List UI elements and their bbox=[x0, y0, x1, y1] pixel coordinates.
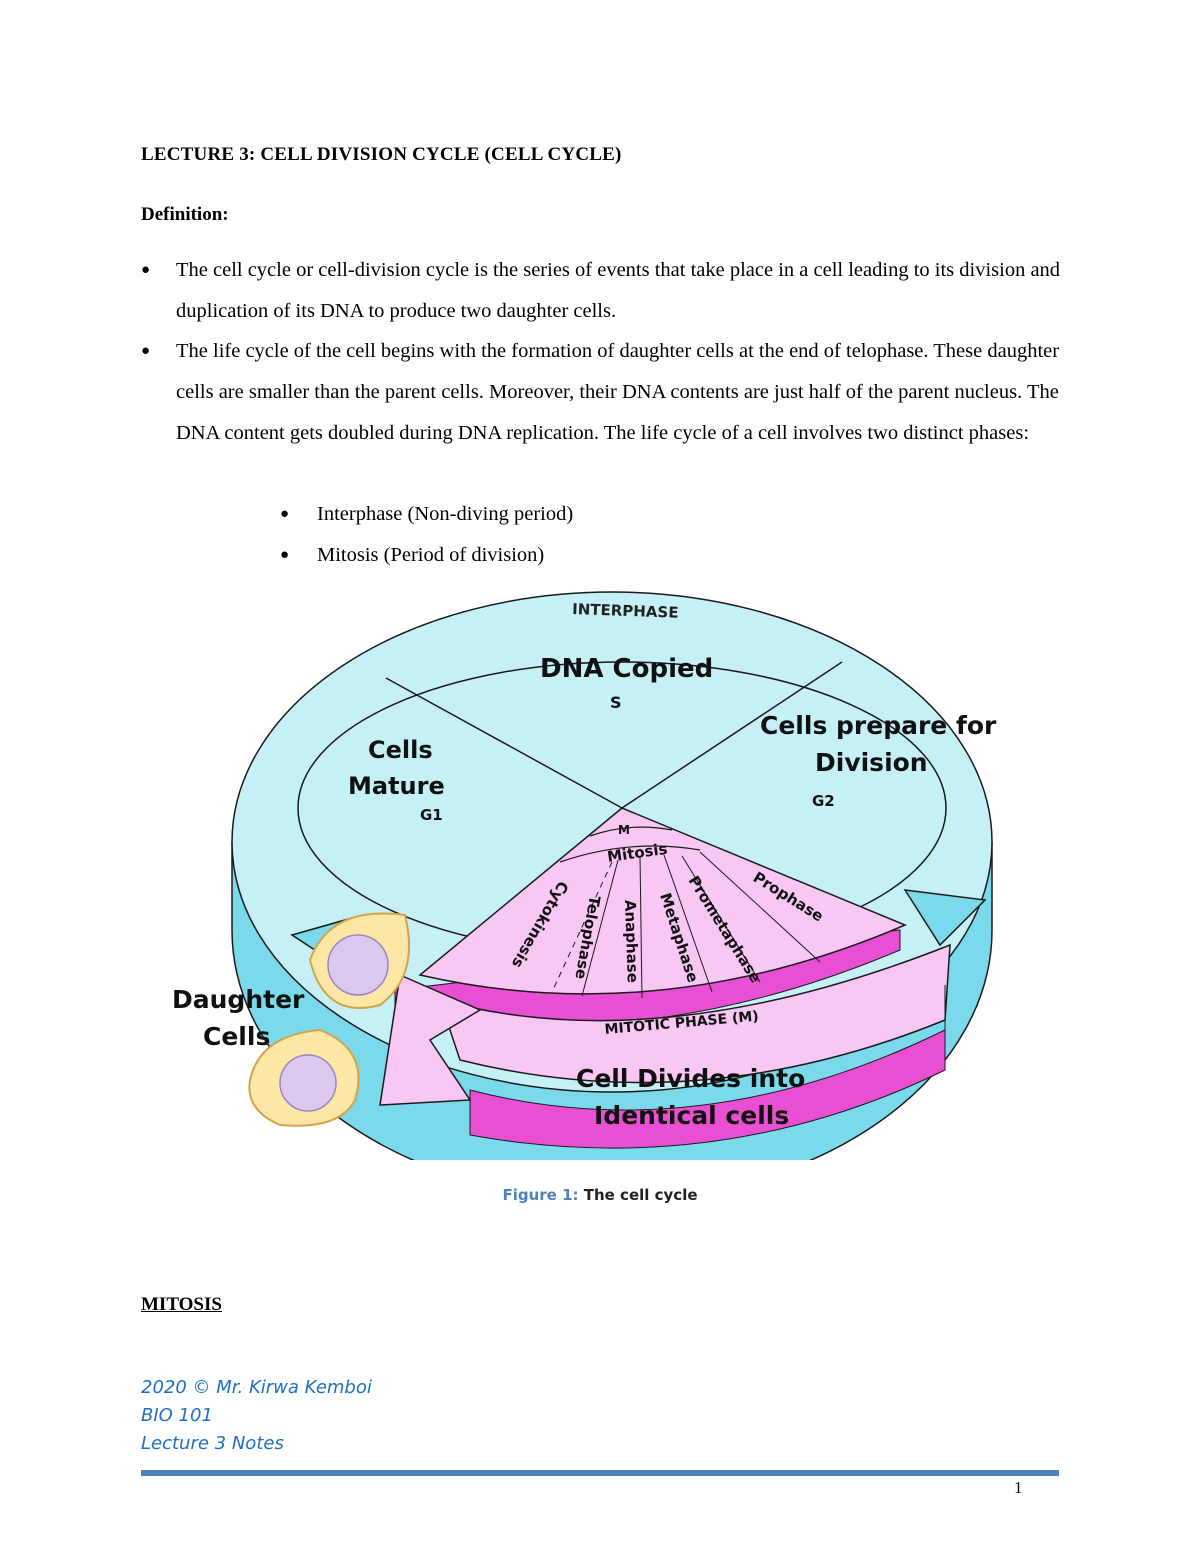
sub-bullet-text: Interphase (Non-diving period) bbox=[317, 503, 574, 525]
figure-caption-text: The cell cycle bbox=[578, 1186, 698, 1204]
figure-caption-label: Figure 1: bbox=[502, 1186, 579, 1204]
phase-separator bbox=[663, 854, 713, 993]
mitosis-arc bbox=[559, 845, 701, 863]
daughter-cells-line2: Cells bbox=[203, 1022, 270, 1051]
footer-course: BIO 101 bbox=[141, 1405, 213, 1426]
bullet-item: ● The cell cycle or cell-division cycle … bbox=[141, 250, 1061, 331]
divides-arrowhead bbox=[379, 973, 482, 1106]
interphase-label: INTERPHASE bbox=[572, 600, 679, 622]
bullet-item: ● The life cycle of the cell begins with… bbox=[141, 331, 1061, 453]
s-phase-label: S bbox=[610, 693, 622, 712]
daughter-cell-nucleus bbox=[327, 934, 389, 996]
footer-copyright: 2020 © Mr. Kirwa Kemboi bbox=[141, 1377, 372, 1398]
phase-separator bbox=[581, 859, 619, 997]
page-number: 1 bbox=[1014, 1478, 1023, 1497]
divides-arrow bbox=[469, 985, 946, 1149]
bullet-text: The cell cycle or cell-division cycle is… bbox=[176, 259, 1061, 322]
mitotic-phase-band bbox=[438, 943, 951, 1084]
bullet-dot-icon: ● bbox=[141, 262, 151, 278]
section-title: MITOSIS bbox=[141, 1294, 222, 1315]
definition-bullets: ● The cell cycle or cell-division cycle … bbox=[141, 250, 1061, 454]
phase-separator bbox=[699, 851, 821, 963]
g1-label: G1 bbox=[420, 806, 443, 824]
figure-caption: Figure 1: The cell cycle bbox=[0, 1186, 1200, 1204]
divider-line bbox=[385, 677, 623, 809]
lecture-heading: LECTURE 3: CELL DIVISION CYCLE (CELL CYC… bbox=[141, 144, 622, 165]
sub-bullet-item: ● Interphase (Non-diving period) bbox=[280, 494, 573, 535]
anaphase-label: Anaphase bbox=[621, 900, 642, 984]
page-footer: 2020 © Mr. Kirwa Kemboi BIO 101 Lecture … bbox=[141, 1374, 372, 1458]
bullet-dot-icon: ● bbox=[141, 343, 151, 360]
cell-cycle-figure: INTERPHASE DNA Copied S Cells Mature G1 … bbox=[172, 591, 997, 1160]
mitosis-arc bbox=[589, 826, 673, 837]
divides-line1: Cell Divides into bbox=[576, 1064, 805, 1093]
bullet-dot-icon: ● bbox=[280, 506, 290, 522]
s-phase-title: DNA Copied bbox=[540, 654, 713, 684]
phase-sub-bullets: ● Interphase (Non-diving period) ● Mitos… bbox=[280, 494, 573, 575]
divider-line bbox=[621, 661, 843, 809]
sub-bullet-text: Mitosis (Period of division) bbox=[317, 543, 545, 566]
g2-title-line1: Cells prepare for bbox=[760, 711, 997, 740]
g2-label: G2 bbox=[812, 792, 835, 810]
daughter-cell-nucleus bbox=[279, 1054, 337, 1112]
bullet-dot-icon: ● bbox=[280, 546, 290, 563]
mitotic-sector bbox=[418, 807, 907, 995]
phase-separator bbox=[551, 861, 613, 993]
g1-title-line1: Cells bbox=[368, 736, 433, 764]
g1-title-line2: Mature bbox=[348, 772, 445, 800]
interphase-arrowhead bbox=[903, 889, 987, 947]
phase-separator bbox=[639, 855, 643, 999]
m-label: M bbox=[618, 823, 630, 837]
daughter-cells-line1: Daughter bbox=[172, 985, 305, 1014]
footer-rule bbox=[141, 1470, 1059, 1476]
footer-notes: Lecture 3 Notes bbox=[141, 1433, 284, 1454]
divides-line2: Identical cells bbox=[594, 1101, 789, 1130]
bullet-text: The life cycle of the cell begins with t… bbox=[176, 340, 1060, 444]
definition-label: Definition: bbox=[141, 204, 229, 225]
g2-title-line2: Division bbox=[815, 748, 928, 777]
phase-separator bbox=[681, 855, 761, 983]
sub-bullet-item: ● Mitosis (Period of division) bbox=[280, 535, 573, 576]
